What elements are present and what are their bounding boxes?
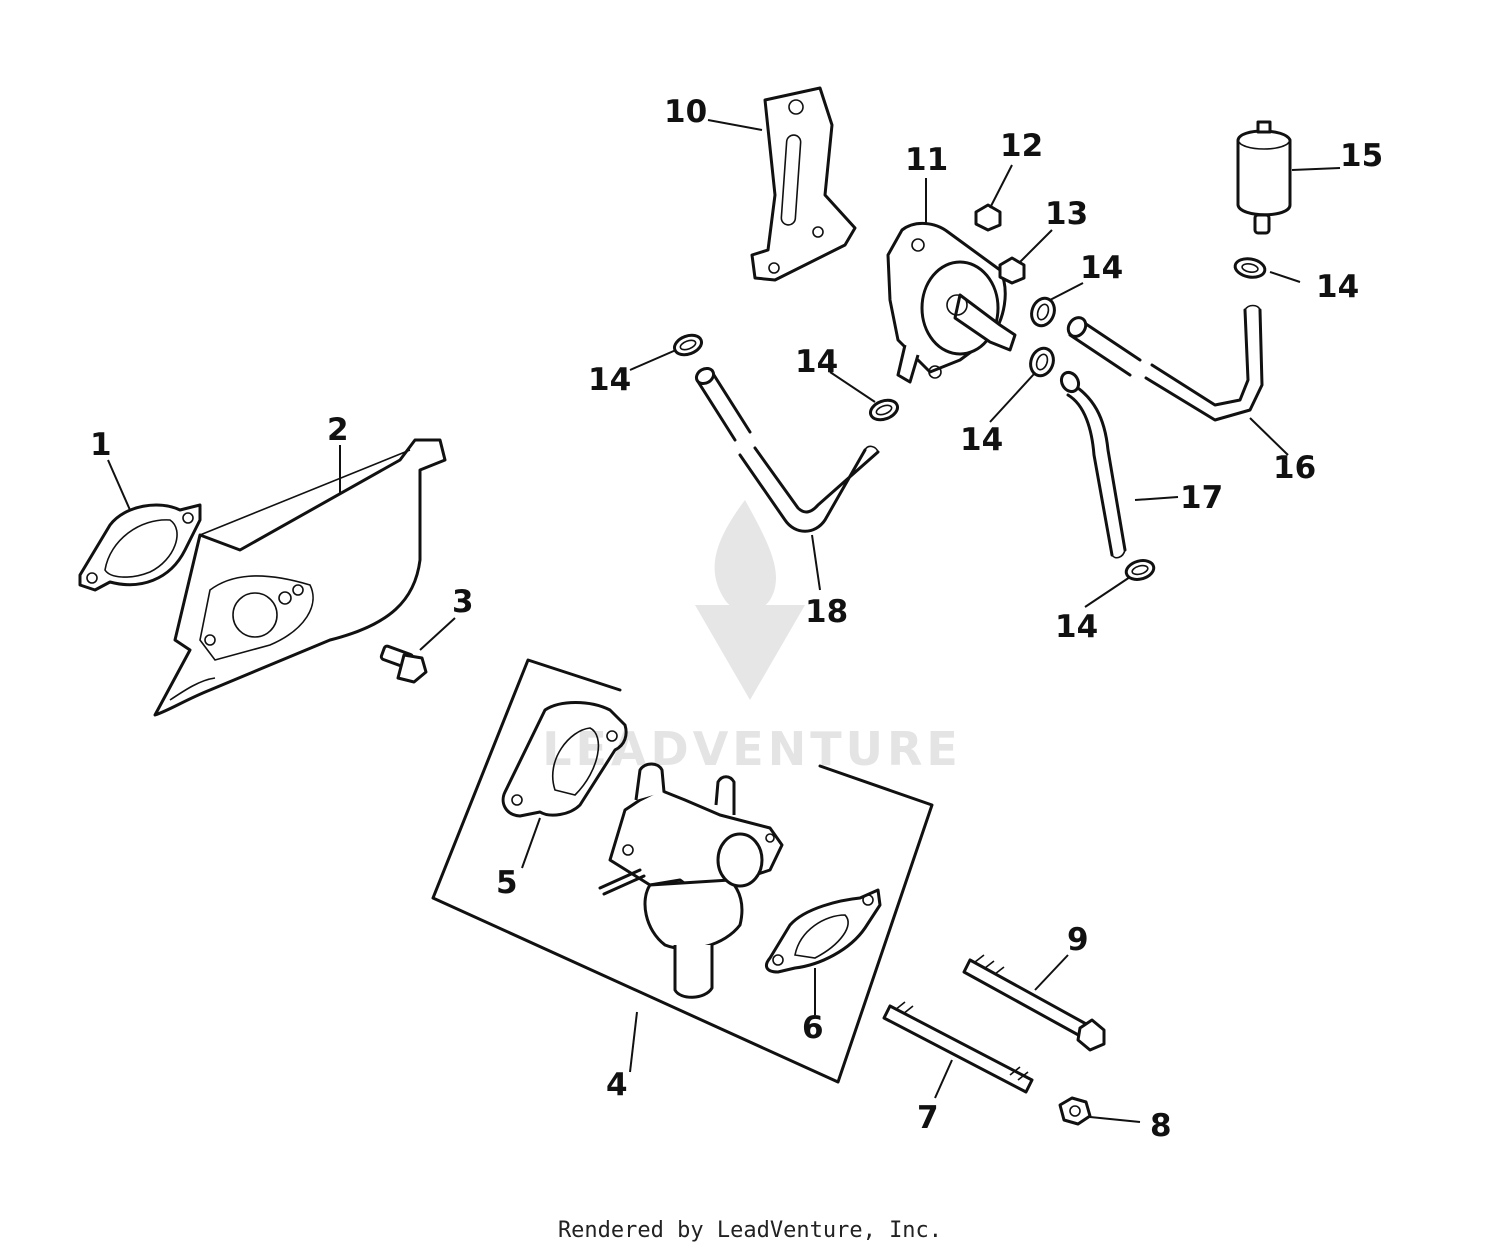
callout-14-f[interactable]: 14 (1055, 609, 1098, 645)
callout-14-d[interactable]: 14 (795, 344, 838, 380)
callout-14-e[interactable]: 14 (960, 422, 1003, 458)
part-15-fuel-filter[interactable] (1236, 120, 1292, 235)
callout-15[interactable]: 15 (1340, 138, 1383, 174)
callout-18[interactable]: 18 (805, 594, 848, 630)
callout-7[interactable]: 7 (917, 1100, 939, 1136)
part-14-clamp-d[interactable] (1027, 345, 1057, 379)
part-3-bolt[interactable] (379, 644, 428, 684)
part-14-clamp-a[interactable] (672, 332, 704, 358)
part-14-clamp-f[interactable] (1124, 558, 1156, 583)
callout-8[interactable]: 8 (1150, 1108, 1172, 1144)
leader-lines (107, 119, 1341, 1123)
part-1-gasket[interactable] (78, 503, 202, 592)
part-14-clamp-e[interactable] (1233, 257, 1267, 280)
callout-3[interactable]: 3 (452, 584, 474, 620)
callout-1[interactable]: 1 (90, 427, 112, 463)
part-9-bolt[interactable] (962, 954, 1106, 1052)
part-5-gasket[interactable] (501, 701, 628, 818)
part-14-clamp-b[interactable] (868, 397, 900, 423)
watermark-logo: LEADVENTURE (542, 500, 958, 776)
part-10-bracket[interactable] (750, 86, 857, 282)
footer-credit: Rendered by LeadVenture, Inc. (557, 1218, 943, 1243)
callout-13[interactable]: 13 (1045, 196, 1088, 232)
part-14-clamp-c[interactable] (1028, 295, 1058, 329)
part-7-stud[interactable] (882, 1001, 1034, 1094)
callout-6[interactable]: 6 (802, 1010, 824, 1046)
callout-14-b[interactable]: 14 (1316, 269, 1359, 305)
part-4-carburetor[interactable] (598, 762, 784, 999)
callout-11[interactable]: 11 (905, 142, 948, 178)
callout-2[interactable]: 2 (327, 412, 349, 448)
callout-numbers: 1 2 3 4 5 6 7 8 9 10 11 12 13 14 14 14 1… (90, 94, 1383, 1144)
callout-14-a[interactable]: 14 (1080, 250, 1123, 286)
part-12-screw[interactable] (974, 203, 1002, 232)
callout-5[interactable]: 5 (496, 865, 518, 901)
part-6-gasket[interactable] (764, 888, 882, 974)
part-2-heat-shield[interactable] (153, 438, 447, 717)
part-8-nut[interactable] (1058, 1096, 1092, 1126)
part-16-fuel-line[interactable] (1065, 304, 1264, 422)
callout-14-c[interactable]: 14 (588, 362, 631, 398)
callout-4[interactable]: 4 (606, 1067, 628, 1103)
callout-16[interactable]: 16 (1273, 450, 1316, 486)
part-13-screw[interactable] (998, 256, 1026, 285)
callout-17[interactable]: 17 (1180, 480, 1223, 516)
part-11-fuel-pump[interactable] (886, 222, 1017, 384)
callout-12[interactable]: 12 (1000, 128, 1043, 164)
part-17-fuel-line[interactable] (1058, 369, 1127, 559)
part-4-carburetor-assembly-frame (431, 658, 934, 1084)
part-18-fuel-line[interactable] (694, 365, 880, 533)
callout-9[interactable]: 9 (1067, 922, 1089, 958)
callout-10[interactable]: 10 (664, 94, 707, 130)
